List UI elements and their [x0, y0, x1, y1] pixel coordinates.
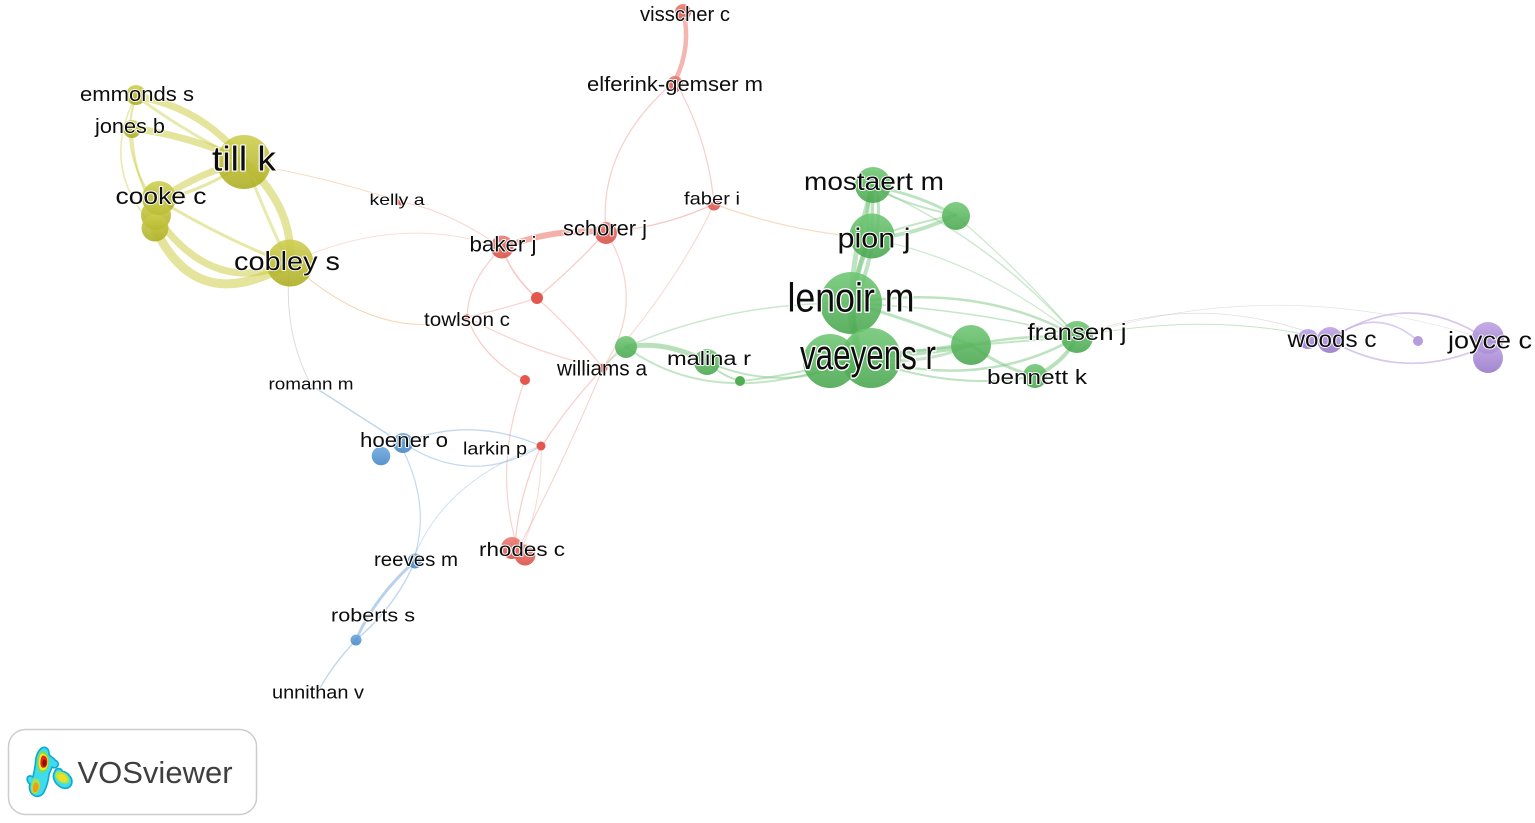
svg-text:till k: till k [212, 141, 277, 179]
svg-text:faber i: faber i [684, 188, 740, 208]
svg-text:malina r: malina r [667, 349, 752, 370]
svg-text:pion j: pion j [838, 223, 911, 254]
svg-text:towlson c: towlson c [424, 310, 510, 331]
svg-text:roberts s: roberts s [331, 605, 415, 626]
svg-text:reeves m: reeves m [374, 550, 458, 571]
svg-text:larkin p: larkin p [463, 438, 527, 458]
svg-text:elferink-gemser m: elferink-gemser m [587, 74, 763, 96]
svg-text:woods c: woods c [1286, 326, 1376, 352]
svg-text:schorer j: schorer j [563, 218, 647, 241]
svg-text:baker j: baker j [470, 234, 537, 257]
svg-text:emmonds s: emmonds s [80, 84, 194, 106]
svg-text:romann m: romann m [269, 374, 354, 393]
svg-text:mostaert m: mostaert m [804, 168, 944, 196]
svg-text:hoener o: hoener o [360, 430, 448, 452]
svg-text:joyce c: joyce c [1447, 327, 1532, 354]
svg-text:rhodes c: rhodes c [479, 539, 565, 561]
svg-text:lenoir m: lenoir m [788, 275, 915, 321]
svg-text:williams a: williams a [556, 358, 647, 381]
svg-text:VOSviewer: VOSviewer [77, 755, 232, 790]
svg-text:cobley s: cobley s [234, 246, 340, 276]
svg-text:jones b: jones b [94, 116, 165, 138]
svg-text:visscher c: visscher c [640, 4, 730, 26]
svg-text:vaeyens r: vaeyens r [800, 331, 936, 378]
svg-text:kelly a: kelly a [370, 192, 425, 209]
svg-text:cooke c: cooke c [116, 183, 207, 209]
svg-text:bennett k: bennett k [987, 367, 1088, 389]
svg-text:fransen j: fransen j [1028, 319, 1127, 345]
svg-text:unnithan v: unnithan v [272, 683, 364, 703]
